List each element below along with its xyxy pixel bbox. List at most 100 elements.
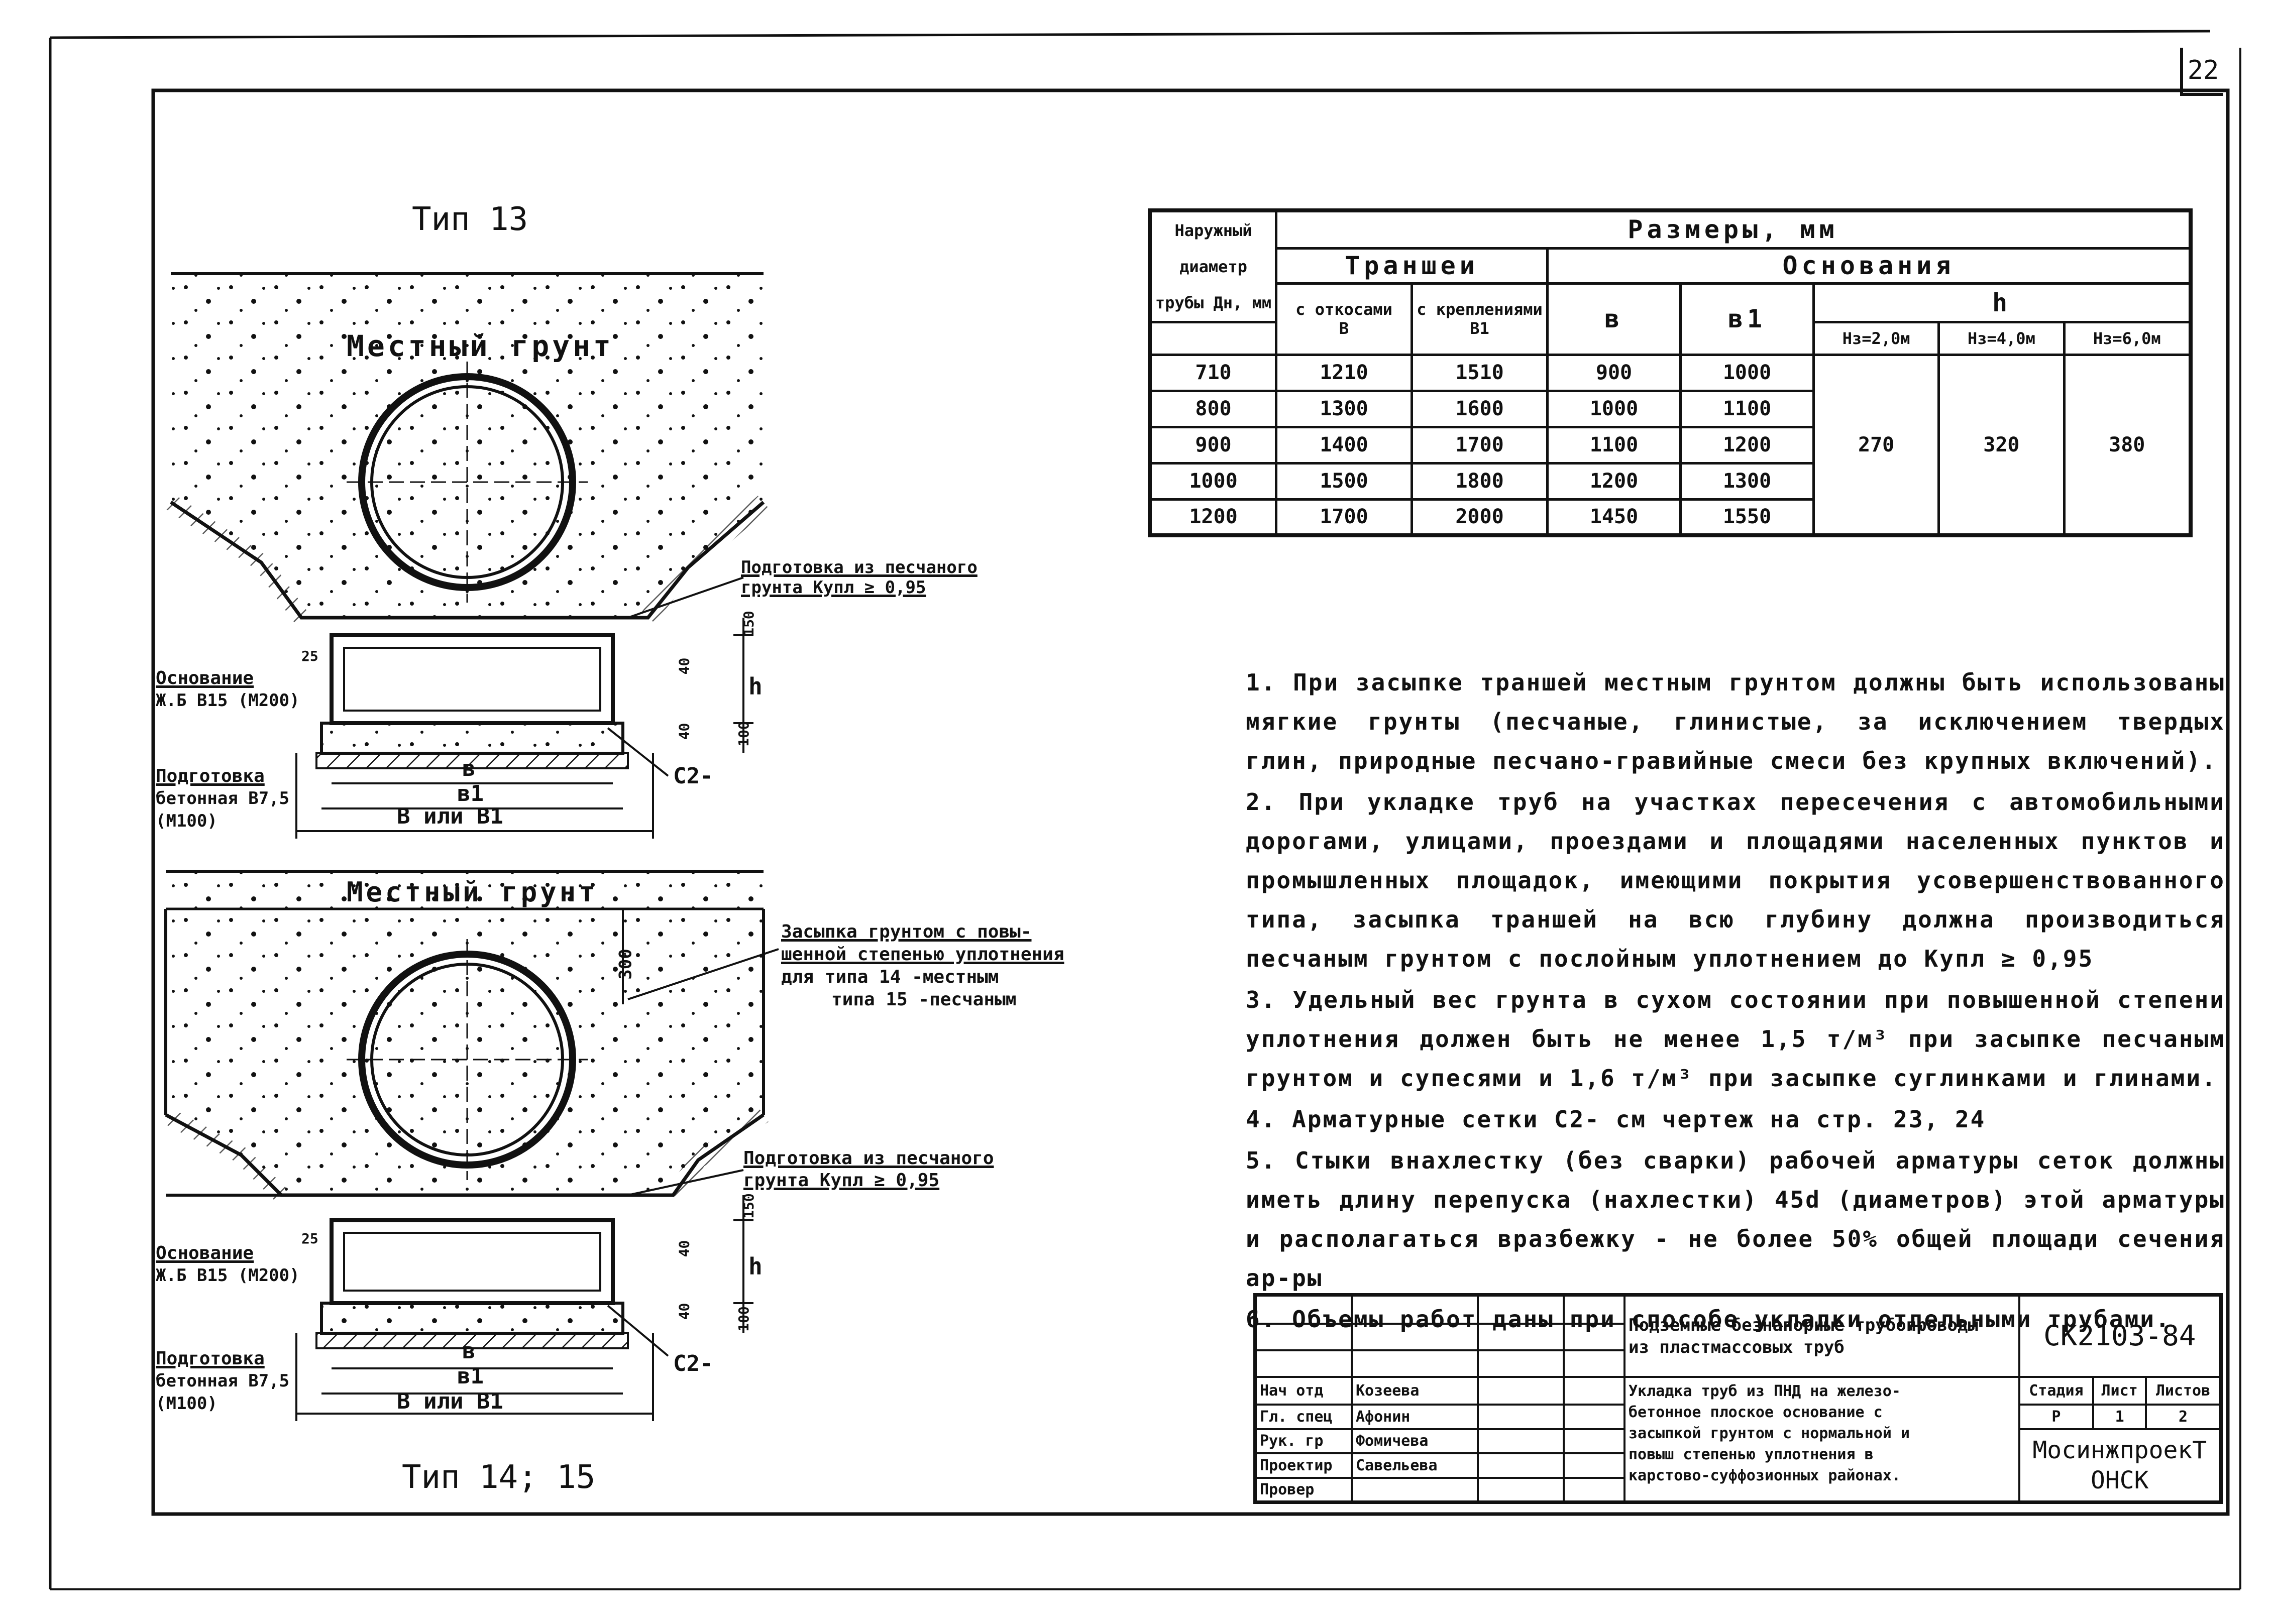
inner-frame — [151, 88, 2230, 1516]
dim-b-13: в — [462, 756, 476, 781]
table-cell-b: 1200 — [1546, 461, 1682, 501]
table-cell-b: 1000 — [1546, 389, 1682, 428]
dim-b1-13: в1 — [457, 781, 484, 806]
project-title-2: из пластмассовых труб — [1629, 1337, 1845, 1357]
table-cell-b: 1100 — [1546, 425, 1682, 465]
prep-label-13: Подготовка — [156, 766, 265, 786]
dim-40a-14-15: 40 — [676, 1240, 693, 1257]
note-5: 5. Стыки внахлестку (без сварки) рабочей… — [1246, 1147, 2225, 1292]
name-2: Фомичева — [1351, 1428, 1479, 1455]
document-code: СК2103-84 — [2018, 1294, 2222, 1378]
prep-grade-14-15: бетонная В7,5 — [156, 1371, 290, 1391]
role-4: Провер — [1254, 1476, 1353, 1503]
desc-2: бетонное плоское основание с — [1629, 1403, 1883, 1421]
name-1: Афонин — [1351, 1404, 1479, 1430]
backfill-label-1: Засыпка грунтом с повы- — [781, 921, 1032, 942]
sheet-description: Укладка труб из ПНД на железо- бетонное … — [1623, 1375, 2020, 1503]
sheets-value: 2 — [2145, 1404, 2222, 1430]
stage-label: Стадия — [2018, 1375, 2095, 1406]
section-type-13 — [166, 272, 770, 839]
org-1: МосинжпроекТ — [2032, 1436, 2207, 1464]
base-label-13: Основание — [156, 668, 254, 688]
h-header: h — [1812, 282, 2192, 323]
section-type-14-15 — [162, 870, 779, 1421]
dim-h-13: h — [748, 673, 763, 700]
table-cell-B: 1700 — [1275, 498, 1413, 537]
sand-bedding-label-13: Подготовка из песчаного грунта Купл ≥ 0,… — [741, 557, 978, 598]
h1-header: Нз=2,0м — [1812, 321, 1940, 356]
h3-header: Нз=6,0м — [2063, 321, 2192, 356]
role-1: Гл. спец — [1254, 1404, 1353, 1430]
diameter-unit-spacer — [1150, 321, 1277, 356]
prep-mark-14-15: (М100) — [156, 1394, 218, 1414]
dim-150-13: 150 — [740, 611, 757, 636]
base-grade-13: Ж.Б В15 (М200) — [156, 690, 300, 711]
table-cell-B: 1210 — [1275, 354, 1413, 392]
table-cell-b: 1450 — [1546, 498, 1682, 537]
base-header: Основания — [1546, 247, 2192, 285]
dim-40a-13: 40 — [676, 657, 693, 675]
dim-40b-13: 40 — [676, 723, 693, 740]
dim-25-13: 25 — [301, 648, 318, 664]
trench-header: Траншеи — [1275, 247, 1549, 285]
desc-5: карстово-суффозионных районах. — [1629, 1466, 1901, 1484]
org-2: ОНСК — [2090, 1466, 2149, 1494]
name-0: Козеева — [1351, 1375, 1479, 1406]
dimensions-table: Наружный диаметр трубы Дн, мм Размеры, м… — [1148, 208, 2193, 538]
table-cell-d: 900 — [1148, 425, 1277, 465]
dim-B-13: В или В1 — [397, 803, 503, 829]
backfill-label-2: шенной степенью уплотнения — [781, 944, 1064, 965]
slopes-sym: В — [1339, 319, 1349, 338]
b1-header: в1 — [1679, 282, 1815, 356]
prep-mark-13: (М100) — [156, 811, 218, 831]
table-cell-b1: 1550 — [1679, 498, 1815, 537]
table-cell-d: 800 — [1148, 389, 1277, 428]
backfill-label-3: для типа 14 -местным — [781, 967, 999, 987]
signature-0 — [1477, 1375, 1565, 1406]
table-cell-b1: 1100 — [1679, 389, 1815, 428]
notes-block: 1. При засыпке траншей местным грунтом д… — [1246, 663, 2225, 1341]
desc-4: повыш степенью уплотнения в — [1629, 1445, 1874, 1463]
note-2: 2. При укладке труб на участках пересече… — [1246, 788, 2225, 972]
dim-300-14-15: 300 — [615, 949, 636, 980]
dim-B-14-15: В или В1 — [397, 1388, 503, 1414]
name-4 — [1351, 1476, 1479, 1503]
stage-value: Р — [2018, 1404, 2095, 1430]
dim-100-14-15: 100 — [735, 1306, 752, 1332]
base-grade-14-15: Ж.Б В15 (М200) — [156, 1265, 300, 1286]
sand-bedding-label-14-15: Подготовка из песчаного грунта Купл ≥ 0,… — [743, 1148, 994, 1191]
base-label-14-15: Основание — [156, 1243, 254, 1263]
fixings-header-text: с креплениями — [1417, 300, 1543, 319]
table-cell-B1: 2000 — [1411, 498, 1549, 537]
sizes-header: Размеры, мм — [1275, 209, 2192, 250]
table-cell-d: 1000 — [1148, 461, 1277, 501]
mesh-label-14-15: С2- — [673, 1351, 713, 1376]
dim-100-13: 100 — [735, 721, 752, 747]
h-value-cell: 270 — [1812, 354, 1940, 537]
note-1: 1. При засыпке траншей местным грунтом д… — [1246, 669, 2225, 774]
mesh-label-13: С2- — [673, 763, 713, 789]
table-cell-B1: 1800 — [1411, 461, 1549, 501]
sheet-value: 1 — [2092, 1404, 2147, 1430]
dim-40b-14-15: 40 — [676, 1303, 693, 1320]
col-diameter-header: Наружный диаметр трубы Дн, мм — [1148, 209, 1277, 323]
role-3: Проектир — [1254, 1452, 1353, 1479]
table-cell-B: 1500 — [1275, 461, 1413, 501]
dim-150-14-15: 150 — [740, 1193, 757, 1219]
dim-b1-14-15: в1 — [457, 1363, 484, 1389]
outer-border-top — [50, 30, 2211, 39]
role-0: Нач отд — [1254, 1375, 1353, 1406]
table-cell-b1: 1200 — [1679, 425, 1815, 465]
table-cell-B: 1400 — [1275, 425, 1413, 465]
project-title-1: Подземные безнапорные трубопроводы — [1629, 1315, 1978, 1335]
prep-label-14-15: Подготовка — [156, 1348, 265, 1369]
title-type-14-15: Тип 14; 15 — [402, 1459, 596, 1496]
table-cell-d: 710 — [1148, 354, 1277, 392]
table-cell-d: 1200 — [1148, 498, 1277, 537]
